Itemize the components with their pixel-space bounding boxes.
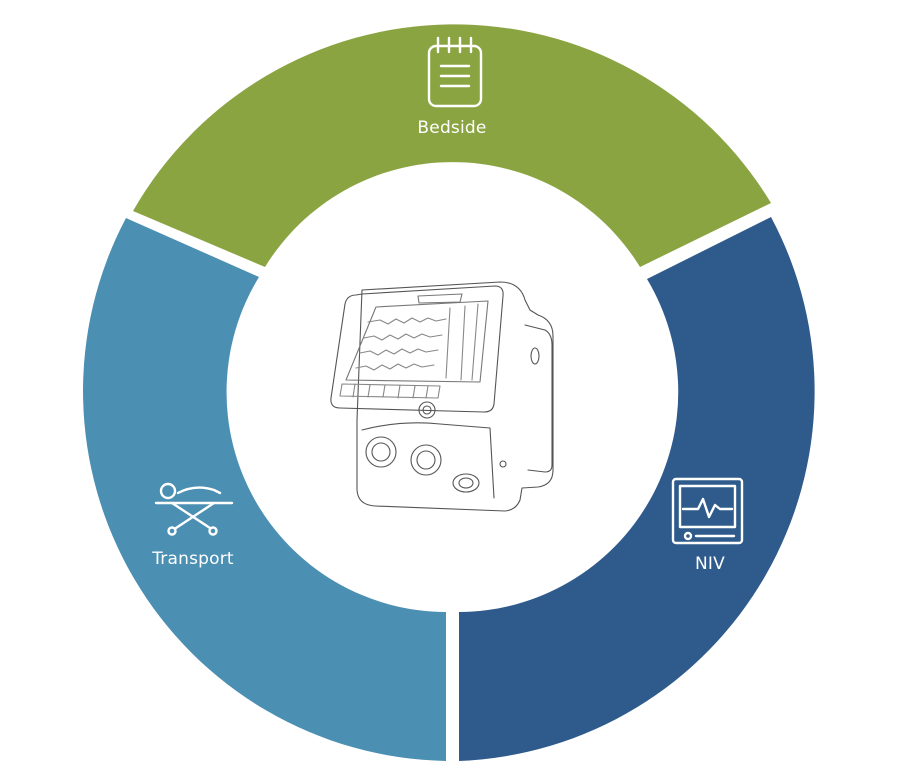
notepad-icon	[427, 36, 483, 108]
ventilator-device-icon	[330, 281, 554, 512]
segment-bedside	[133, 24, 771, 267]
segment-niv	[459, 217, 815, 761]
segment-label-niv: NIV	[695, 554, 725, 574]
monitor-icon	[671, 477, 744, 545]
center-disc	[234, 175, 670, 611]
stretcher-icon	[154, 482, 234, 536]
segment-transport	[83, 218, 446, 761]
segment-label-transport: Transport	[152, 549, 234, 569]
segment-label-bedside: Bedside	[417, 118, 487, 138]
